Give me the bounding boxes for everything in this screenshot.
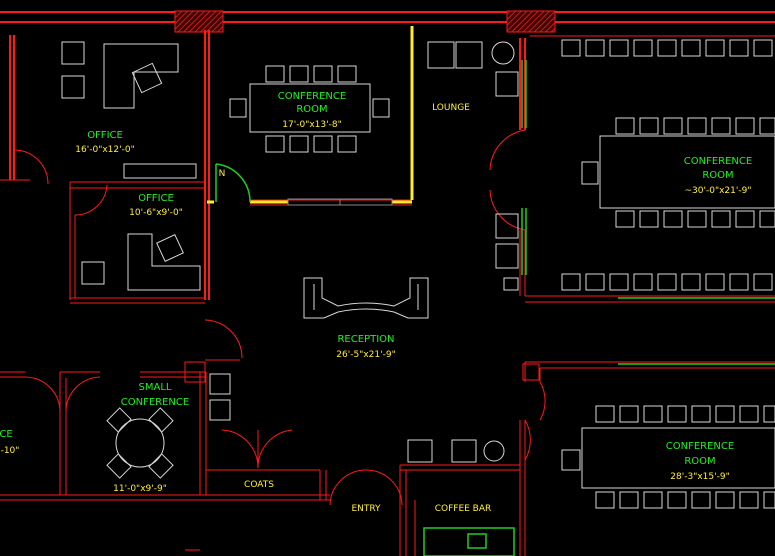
office-large-dim: 16'-0"x12'-0" <box>75 145 134 155</box>
left-cut-dim: -10" <box>1 446 20 456</box>
room-labels: OFFICE 16'-0"x12'-0" OFFICE 10'-6"x9'-0"… <box>0 91 752 514</box>
reception-name: RECEPTION <box>337 334 394 345</box>
furniture <box>61 39 775 509</box>
column-left <box>174 10 224 33</box>
conference-bottom-dim: 28'-3"x15'-9" <box>670 472 729 482</box>
small-conference-name-2: CONFERENCE <box>121 397 189 408</box>
left-cut-name: CE <box>0 429 13 440</box>
entry-name: ENTRY <box>351 504 381 514</box>
conference-bottom-name-1: CONFERENCE <box>666 441 734 452</box>
conference-right-dim: ~30'-0"x21'-9" <box>685 186 752 196</box>
conference-top-name-2: ROOM <box>296 104 327 115</box>
exterior-wall-top <box>0 10 775 33</box>
column-right <box>506 10 556 33</box>
conference-bottom-name-2: ROOM <box>684 456 715 467</box>
conference-right-name-1: CONFERENCE <box>684 156 752 167</box>
coffee-bar-name: COFFEE BAR <box>435 504 492 514</box>
small-conference-dim: 11'-0"x9'-9" <box>113 484 167 494</box>
north-marker: N <box>219 169 226 179</box>
interior-walls <box>0 30 775 556</box>
glazing <box>207 26 775 556</box>
lounge-name: LOUNGE <box>432 103 470 113</box>
office-small-dim: 10'-6"x9'-0" <box>129 208 183 218</box>
office-small-name: OFFICE <box>138 193 174 204</box>
coats-name: COATS <box>244 480 274 490</box>
conference-right-name-2: ROOM <box>702 170 733 181</box>
conference-top-dim: 17'-0"x13'-8" <box>282 120 341 130</box>
office-large-name: OFFICE <box>87 130 123 141</box>
reception-dim: 26'-5"x21'-9" <box>336 350 395 360</box>
doors <box>13 129 546 506</box>
small-conference-name-1: SMALL <box>139 382 172 393</box>
conference-top-name-1: CONFERENCE <box>278 91 346 102</box>
